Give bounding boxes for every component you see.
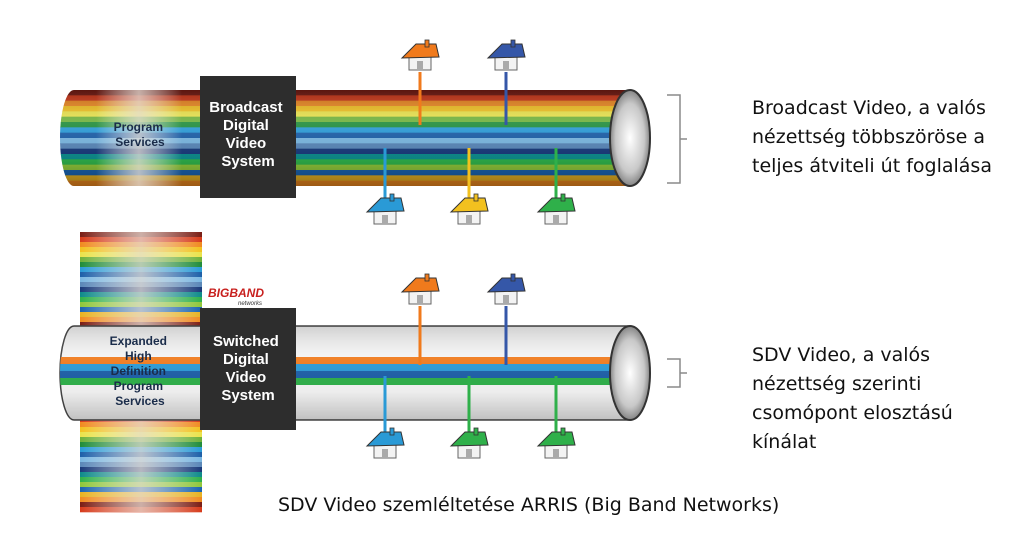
house-icon [402,40,439,70]
broadcast-annotation: Broadcast Video, a valós nézettség többs… [752,94,1014,181]
broadcast-bracket [667,95,687,183]
broadcast-diagram: Program Services Broadcast Digital Video… [55,76,687,198]
broadcast-cable-end [610,90,650,186]
sdv-cable-end [610,326,650,420]
figure-caption: SDV Video szemléltetése ARRIS (Big Band … [278,494,779,516]
house-icon [367,428,404,458]
expanded-services-label: Expanded High Definition Program Service… [110,334,171,408]
sdv-diagram-bottom: Expanded High Definition Program Service… [55,232,687,512]
bigband-logo: BIGBAND networks [208,286,264,307]
house-icon [488,274,525,304]
house-icon [402,274,439,304]
program-services-label: Program Services [114,120,167,149]
bigband-logo-subtext: networks [238,301,262,307]
house-icon [538,428,575,458]
bigband-logo-text: BIGBAND [208,286,264,300]
house-icon [451,428,488,458]
house-icon [488,40,525,70]
sdv-annotation: SDV Video, a valós nézettség szerinti cs… [752,341,1014,457]
house-icon [538,194,575,224]
sdv-bracket [667,359,687,387]
house-icon [451,194,488,224]
house-icon [367,194,404,224]
